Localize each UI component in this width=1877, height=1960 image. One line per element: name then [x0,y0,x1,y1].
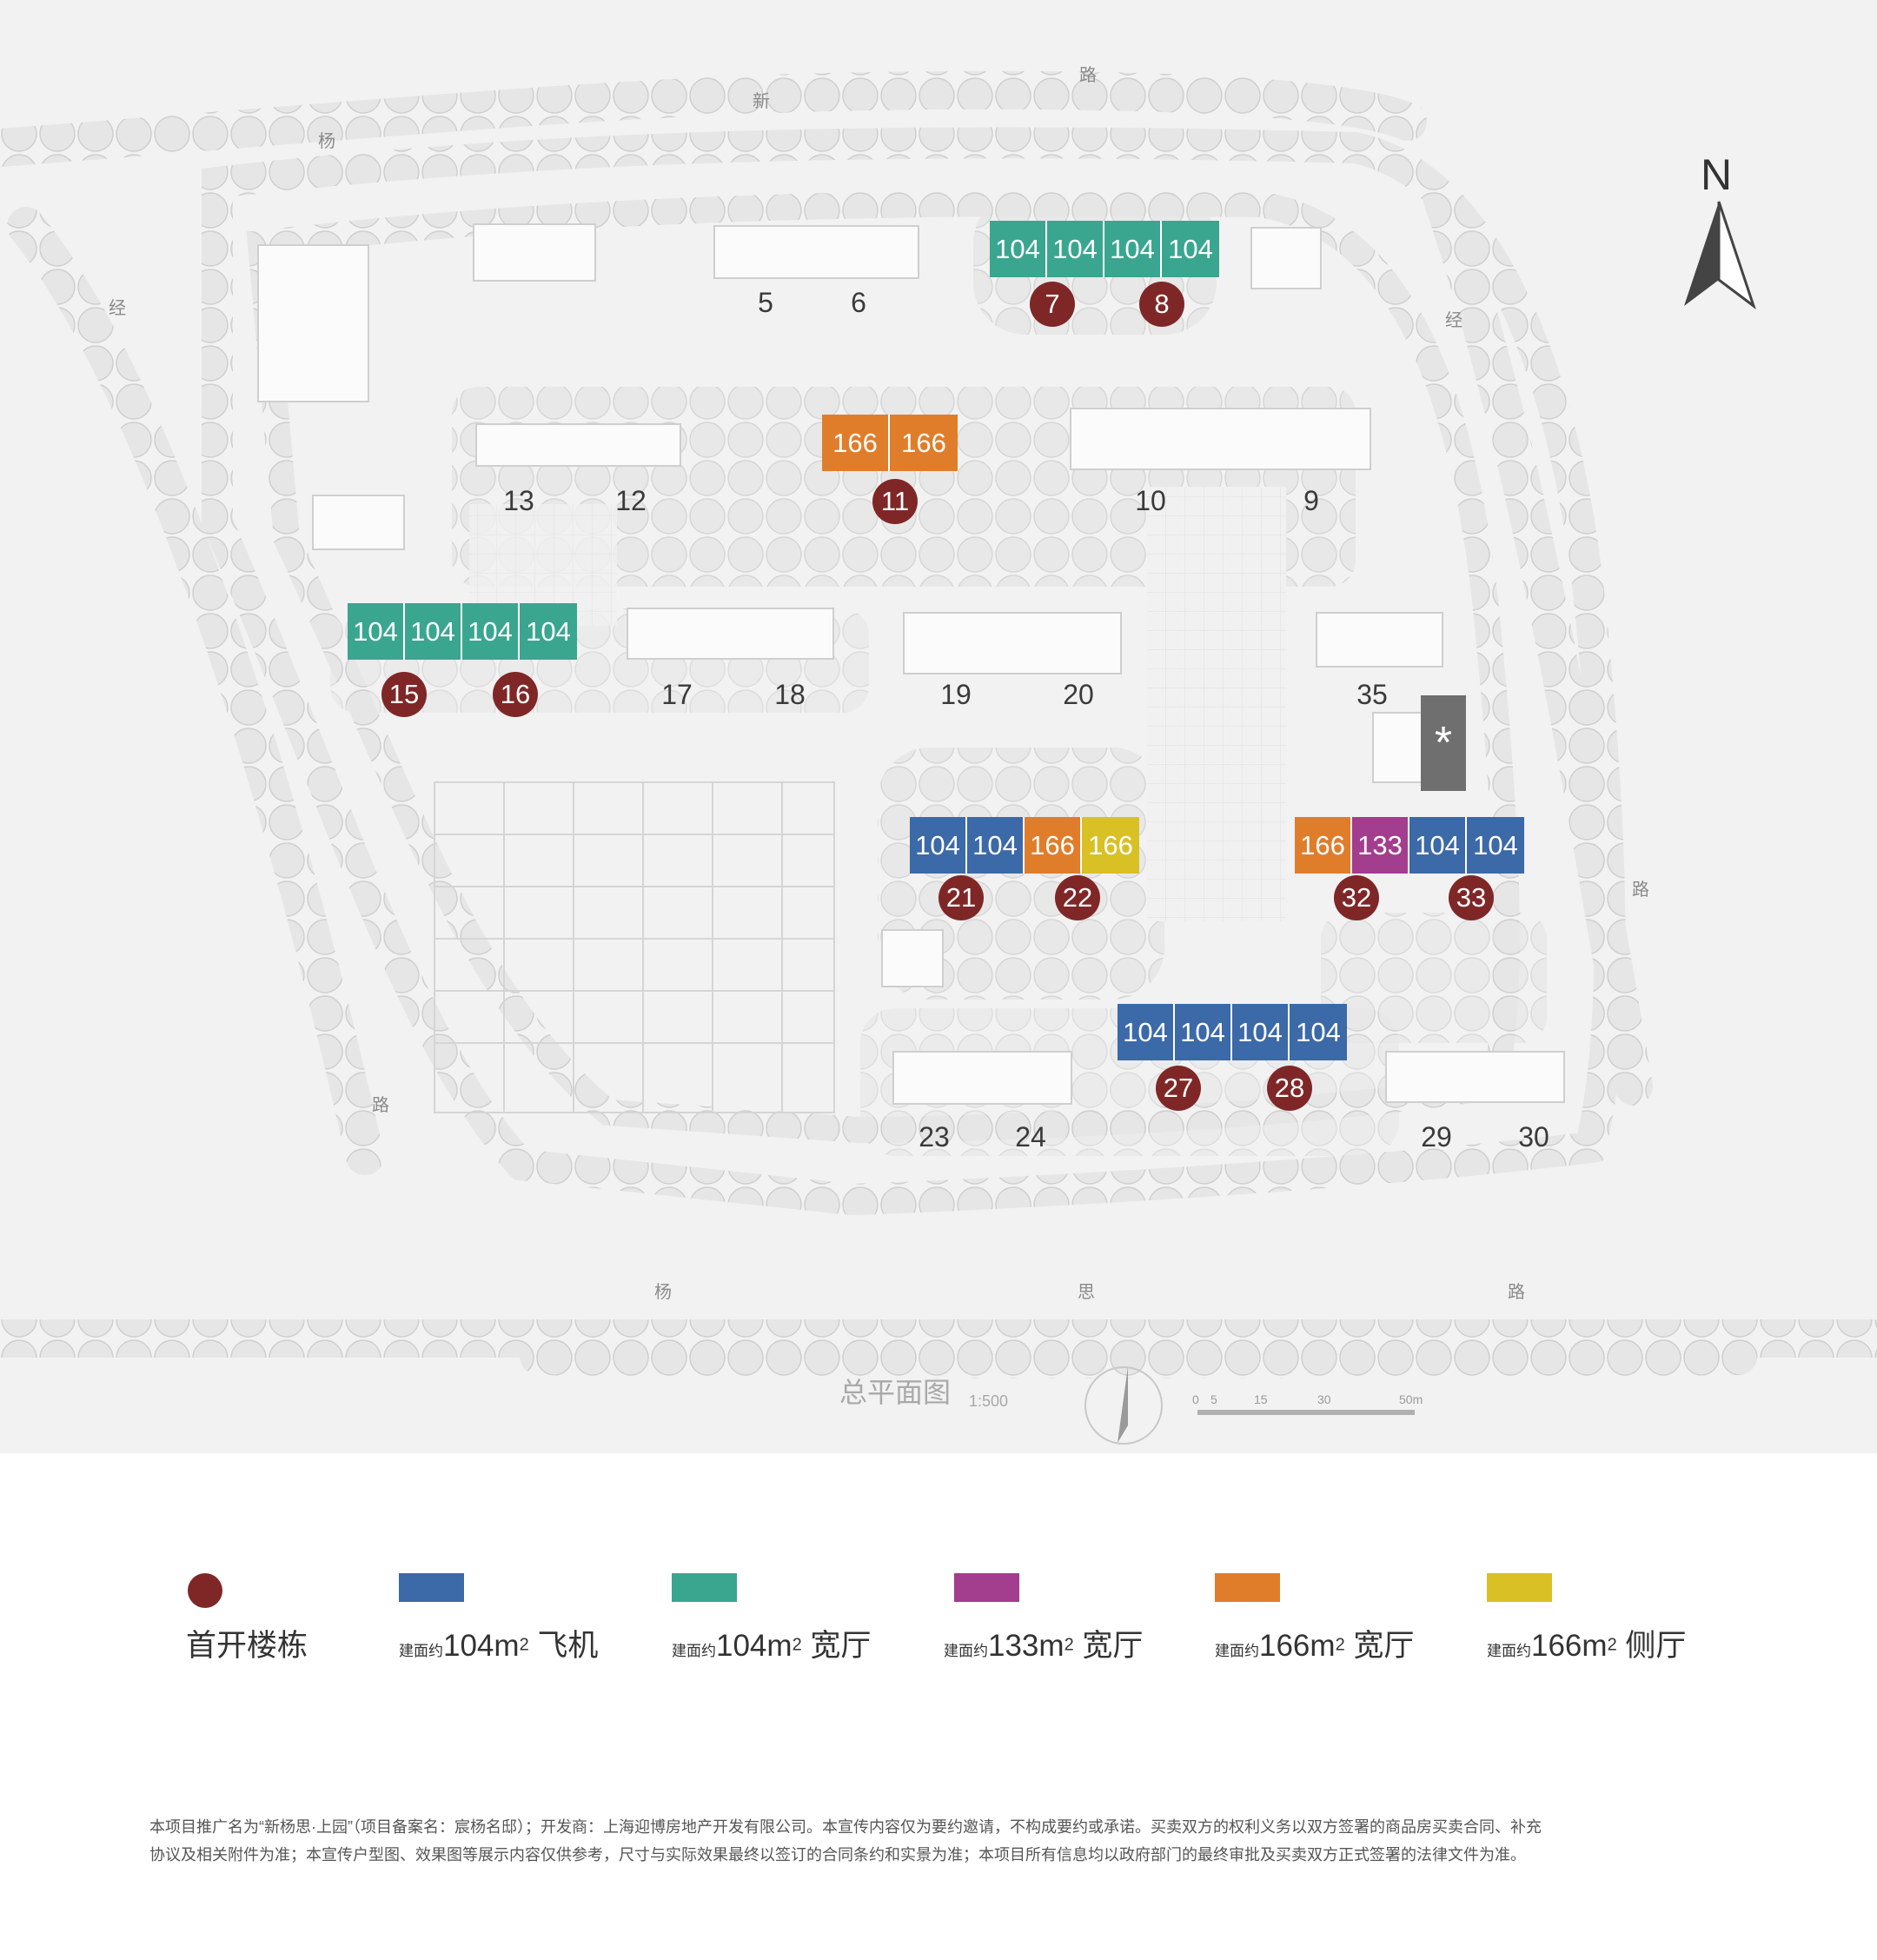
legend-swatch [1487,1573,1552,1602]
first-open-marker[interactable]: 16 [493,672,538,717]
unit-group-21-22: 104 104 166 166 [910,817,1139,874]
building-label: 19 [940,679,972,710]
building-label: 24 [1015,1121,1046,1153]
legend-wide-133: 建面约133m2 宽厅 [944,1573,1143,1663]
building-label: 35 [1356,679,1388,710]
road-label: 思 [1078,1283,1095,1302]
unit-block[interactable]: 104 [967,817,1025,874]
unit-group-15-16: 104 104 104 104 [348,603,577,660]
legend-wide-104: 建面约104m2 宽厅 [672,1573,871,1663]
gray-block-symbol: * [1434,718,1453,768]
unit-block[interactable]: 133 [1352,817,1409,874]
first-open-marker[interactable]: 7 [1030,282,1075,327]
unit-block[interactable]: 104 [1467,817,1524,874]
first-open-marker[interactable]: 32 [1334,875,1379,920]
north-label: N [1701,150,1732,199]
building-label: 29 [1421,1121,1452,1153]
building-label: 20 [1063,679,1094,710]
first-open-marker[interactable]: 28 [1267,1066,1312,1111]
svg-text:30: 30 [1317,1392,1331,1406]
first-open-marker[interactable]: 15 [381,672,427,717]
unit-block[interactable]: 104 [462,603,520,660]
road-label: 经 [109,299,126,318]
gray-block: * [1421,695,1466,791]
road-label: 路 [1079,66,1097,85]
disclaimer-line: 本项目推广名为“新杨思·上园”（项目备案名：宸杨名邸）；开发商：上海迎博房地产开… [149,1818,1542,1836]
disclaimer: 本项目推广名为“新杨思·上园”（项目备案名：宸杨名邸）；开发商：上海迎博房地产开… [149,1813,1740,1869]
building-outlines [257,223,1565,1105]
unit-block[interactable]: 104 [1104,221,1162,277]
unit-group-27-28: 104 104 104 104 [1118,1004,1347,1060]
unit-block[interactable]: 104 [520,603,577,660]
svg-text:50m: 50m [1399,1392,1423,1406]
road-label: 路 [1508,1283,1525,1302]
unit-group-11: 166 166 [822,415,958,471]
building-label: 6 [851,287,866,318]
outer-tree-rows [0,70,1877,1379]
legend-swatch [1215,1573,1280,1602]
map-scale: 1:500 [969,1392,1008,1410]
building-label: 12 [615,485,647,516]
building-label: 10 [1135,485,1166,516]
unit-block[interactable]: 104 [910,817,967,874]
lower-left-plot [434,781,835,1113]
svg-text:15: 15 [1254,1392,1268,1406]
unit-block[interactable]: 104 [990,221,1047,277]
unit-block[interactable]: 166 [1025,817,1082,874]
unit-block[interactable]: 104 [1290,1004,1347,1060]
building-label: 30 [1518,1121,1549,1153]
building-label: 18 [774,679,806,710]
site-plan-map: 总平面图 1:500 0 5 15 30 50m N [0,0,1877,1453]
svg-text:5: 5 [1210,1392,1217,1406]
building-label: 17 [661,679,693,710]
unit-block[interactable]: 104 [1175,1004,1232,1060]
unit-block[interactable]: 166 [822,415,890,471]
building-label: 5 [758,287,773,318]
svg-text:0: 0 [1192,1392,1199,1406]
legend-plane-104: 建面约104m2 飞机 [399,1573,598,1663]
first-open-marker[interactable]: 8 [1139,282,1184,327]
north-arrow-icon [1684,201,1756,310]
small-compass-icon [1084,1366,1163,1445]
map-title: 总平面图 [839,1377,951,1408]
scale-bar: 0 5 15 30 50m [1192,1392,1423,1415]
first-open-marker[interactable]: 33 [1449,875,1494,920]
unit-block[interactable]: 104 [348,603,405,660]
road-label: 路 [372,1096,389,1115]
unit-block[interactable]: 104 [1047,221,1104,277]
legend-label: 首开楼栋 [186,1629,308,1663]
road-label: 新 [753,92,770,111]
first-open-marker[interactable]: 11 [872,479,918,524]
legend-swatch [399,1573,464,1602]
building-label: 9 [1303,485,1319,516]
unit-block[interactable]: 104 [1232,1004,1290,1060]
unit-block[interactable]: 166 [1082,817,1139,874]
unit-block[interactable]: 104 [1118,1004,1175,1060]
first-open-marker[interactable]: 27 [1156,1066,1201,1111]
first-open-marker[interactable]: 22 [1055,875,1100,920]
legend-swatch [672,1573,737,1602]
unit-block[interactable]: 166 [890,415,958,471]
legend-first-open: 首开楼栋 [176,1573,308,1663]
legend-side-166: 建面约166m2 侧厅 [1487,1573,1686,1663]
road-label: 路 [1632,880,1649,900]
building-label: 23 [919,1121,950,1153]
unit-block[interactable]: 104 [1409,817,1467,874]
unit-block[interactable]: 104 [405,603,462,660]
disclaimer-line: 协议及相关附件为准；本宣传户型图、效果图等展示内容仅供参考，尺寸与实际效果最终以… [149,1846,1526,1864]
road-label: 经 [1445,311,1462,330]
legend-wide-166: 建面约166m2 宽厅 [1215,1573,1414,1663]
unit-block[interactable]: 104 [1162,221,1219,277]
first-open-marker[interactable]: 21 [938,875,984,920]
unit-group-7-8: 104 104 104 104 [990,221,1219,277]
road-label: 杨 [654,1283,672,1302]
road-label: 杨 [318,132,335,151]
unit-block[interactable]: 166 [1295,817,1352,874]
legend-dot-icon [188,1573,222,1608]
legend-swatch [954,1573,1019,1602]
building-label: 13 [503,485,534,516]
unit-group-32-33: 166 133 104 104 [1295,817,1524,874]
